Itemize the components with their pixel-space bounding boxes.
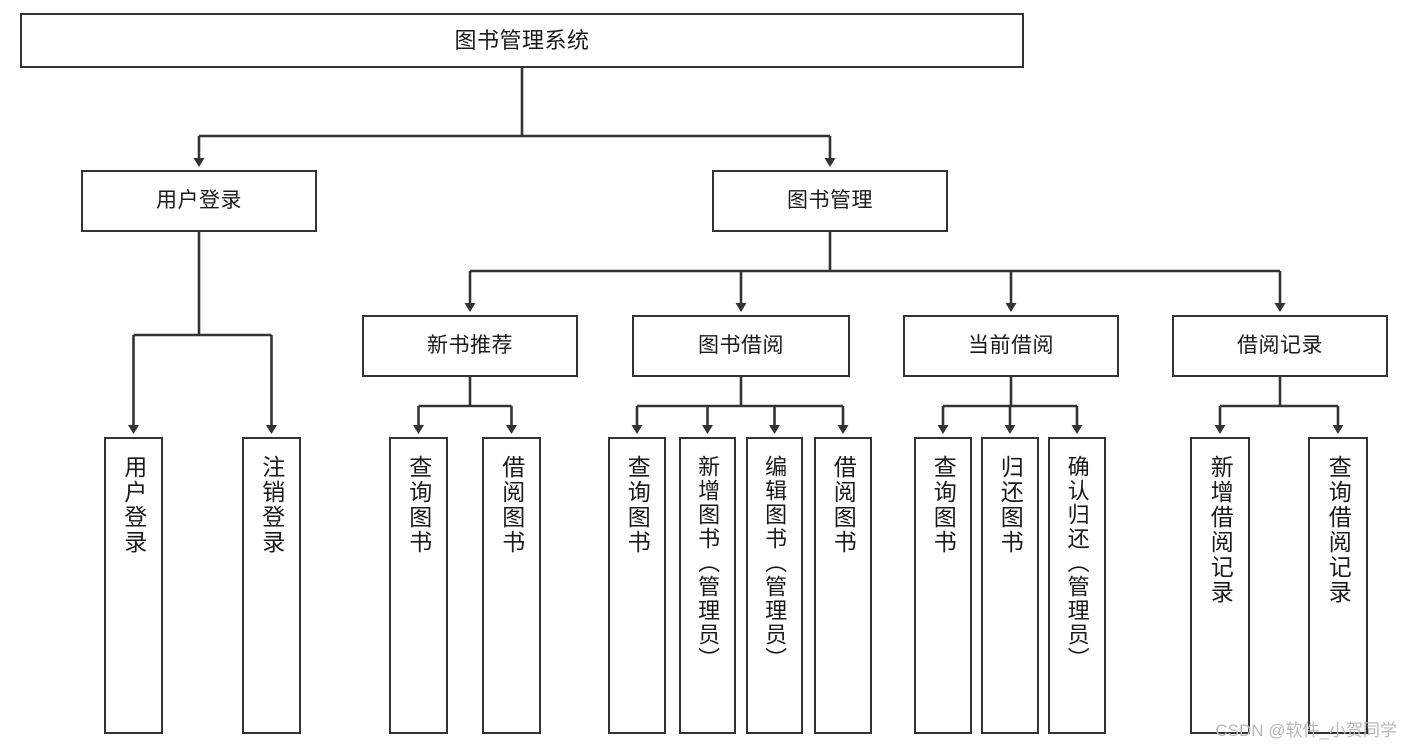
node-leaf-user-logout[interactable]: 注销登录 (242, 437, 301, 734)
node-label: 查询借阅记录 (1325, 455, 1352, 605)
node-label: 图书管理系统 (454, 27, 590, 53)
node-leaf-edit-book[interactable]: 编辑图书（管理员） (746, 437, 803, 734)
node-leaf-add-record[interactable]: 新增借阅记录 (1190, 437, 1250, 734)
node-borrow-record[interactable]: 借阅记录 (1172, 315, 1388, 377)
node-label: 用户登录 (156, 188, 242, 212)
node-leaf-add-book[interactable]: 新增图书（管理员） (679, 437, 736, 734)
node-leaf-query-book-1[interactable]: 查询图书 (389, 437, 448, 734)
node-label: 新增借阅记录 (1207, 455, 1234, 605)
node-label: 编辑图书（管理员） (762, 455, 788, 671)
node-book-manage[interactable]: 图书管理 (712, 170, 948, 232)
node-label: 新书推荐 (427, 333, 513, 357)
node-leaf-return-book[interactable]: 归还图书 (981, 437, 1039, 734)
node-book-borrow[interactable]: 图书借阅 (632, 315, 850, 377)
node-new-book-rec[interactable]: 新书推荐 (362, 315, 578, 377)
node-leaf-query-book-3[interactable]: 查询图书 (914, 437, 972, 734)
node-label: 用户登录 (120, 455, 147, 555)
node-label: 查询图书 (405, 455, 432, 555)
node-current-borrow[interactable]: 当前借阅 (903, 315, 1119, 377)
node-label: 图书借阅 (698, 333, 784, 357)
node-leaf-user-login[interactable]: 用户登录 (104, 437, 163, 734)
node-root[interactable]: 图书管理系统 (20, 13, 1024, 68)
node-label: 确认归还（管理员） (1064, 455, 1090, 671)
node-label: 归还图书 (997, 455, 1024, 555)
node-user-login[interactable]: 用户登录 (81, 170, 317, 232)
node-label: 注销登录 (258, 455, 285, 555)
node-label: 查询图书 (624, 455, 651, 555)
node-label: 图书管理 (787, 188, 873, 212)
node-leaf-borrow-book-2[interactable]: 借阅图书 (814, 437, 872, 734)
node-label: 查询图书 (930, 455, 957, 555)
node-label: 借阅记录 (1237, 333, 1323, 357)
node-leaf-confirm-return[interactable]: 确认归还（管理员） (1048, 437, 1106, 734)
node-leaf-borrow-book-1[interactable]: 借阅图书 (482, 437, 541, 734)
node-label: 新增图书（管理员） (695, 455, 721, 671)
watermark-text: CSDN @软件_小贺同学 (1215, 721, 1397, 740)
node-label: 借阅图书 (830, 455, 857, 555)
node-leaf-query-record[interactable]: 查询借阅记录 (1308, 437, 1368, 734)
node-label: 当前借阅 (968, 333, 1054, 357)
node-leaf-query-book-2[interactable]: 查询图书 (608, 437, 666, 734)
node-label: 借阅图书 (498, 455, 525, 555)
